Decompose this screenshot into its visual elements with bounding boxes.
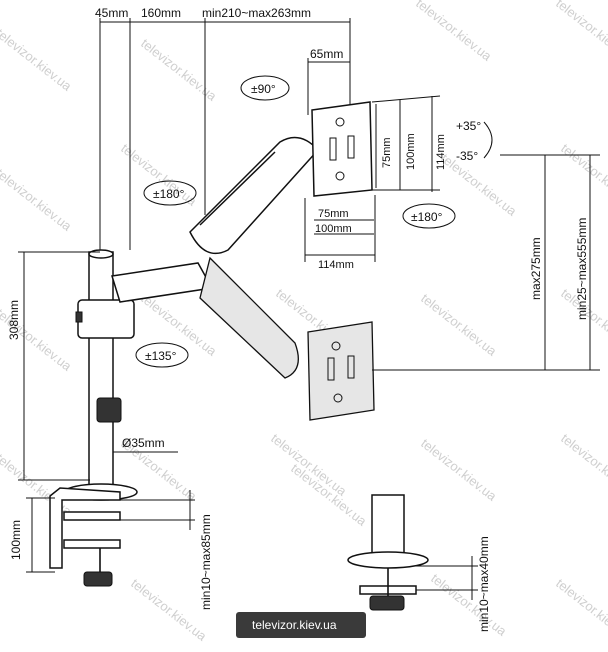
rotation-180-arm: ±180° — [143, 180, 197, 206]
dim-height-max: max275mm — [529, 237, 543, 300]
vesa-slot — [347, 135, 355, 159]
watermark-text: televizor.kiev.ua — [558, 431, 608, 500]
height-dimension-lines — [372, 154, 600, 371]
rotation-arrow-icon — [135, 342, 189, 368]
grommet-pole — [371, 494, 405, 561]
tilt-indicator: +35° -35° — [456, 119, 493, 163]
vesa-slot — [329, 137, 337, 161]
watermark-text: televizor.kiev.ua — [418, 436, 500, 505]
clamp-frame — [49, 487, 121, 569]
vesa-plate — [307, 321, 375, 421]
desk-clamp — [49, 483, 138, 587]
rotation-90: ±90° — [240, 75, 290, 101]
dim-pole-diameter: Ø35mm — [122, 436, 165, 450]
vesa-hole — [335, 117, 345, 127]
site-badge: televizor.kiev.ua — [236, 612, 366, 638]
watermark-text: televizor.kiev.ua — [138, 36, 220, 105]
rotation-arrow-icon — [240, 75, 290, 101]
pole-cap — [88, 249, 114, 259]
vesa-hole — [333, 393, 343, 403]
pole-collar — [77, 299, 135, 339]
pole — [75, 249, 135, 493]
watermark-text: televizor.kiev.ua — [418, 291, 500, 360]
tilt-up-label: +35° — [456, 119, 481, 133]
vesa-plate — [311, 101, 373, 197]
watermark-text: televizor.kiev.ua — [128, 576, 210, 645]
rotation-180-screen-label: ±180° — [411, 210, 443, 224]
vesa-dimension-lines — [304, 95, 441, 262]
vesa-hole — [331, 341, 341, 351]
clamp-jaw — [63, 511, 121, 521]
watermark-text: televizor.kiev.ua — [428, 571, 510, 640]
cable-clip — [96, 397, 122, 423]
vesa-slot — [327, 357, 335, 381]
dim-65mm: 65mm — [310, 47, 343, 61]
rotation-135: ±135° — [135, 342, 189, 368]
top-dimension-lines — [99, 18, 351, 250]
dim-45mm: 45mm — [95, 6, 128, 20]
collar-knob — [75, 311, 83, 323]
dim-160mm: 160mm — [141, 6, 181, 20]
dim-height-range: min25~max555mm — [575, 218, 589, 320]
vesa-plate-top — [311, 101, 373, 197]
watermark-text: televizor.kiev.ua — [553, 0, 608, 64]
rotation-arrow-icon — [402, 203, 456, 229]
rotation-90-label: ±90° — [251, 82, 276, 96]
watermark-text: televizor.kiev.ua — [0, 451, 75, 520]
rotation-180-screen: ±180° — [402, 203, 456, 229]
watermark-text: televizor.kiev.ua — [413, 0, 495, 64]
vesa-100w: 100mm — [315, 223, 352, 235]
vesa-slot — [347, 355, 355, 379]
pole-tube — [88, 251, 114, 493]
dim-grommet-range: min10~max40mm — [477, 536, 491, 632]
vesa-75h: 75mm — [381, 137, 393, 168]
tilt-arrow-icon — [483, 121, 493, 159]
watermark-text: televizor.kiev.ua — [553, 576, 608, 645]
vesa-114w: 114mm — [318, 259, 354, 271]
vesa-75w: 75mm — [318, 208, 349, 220]
watermark-text: televizor.kiev.ua — [0, 166, 75, 235]
dim-clamp-range: min10~max85mm — [199, 514, 213, 610]
rotation-180-arm-label: ±180° — [153, 187, 185, 201]
watermark-text: televizor.kiev.ua — [0, 26, 75, 95]
rotation-arrow-icon — [143, 180, 197, 206]
dim-pole-height: 308mm — [7, 300, 21, 340]
site-badge-bg — [236, 612, 366, 638]
lower-arm — [111, 262, 214, 303]
vesa-plate-bottom — [307, 321, 375, 421]
vesa-114h: 114mm — [435, 134, 447, 170]
rotation-135-label: ±135° — [145, 349, 177, 363]
clamp-knob — [83, 571, 113, 587]
gas-spring-arm — [189, 136, 320, 255]
vesa-100h: 100mm — [405, 133, 417, 170]
pole-height-lines — [18, 251, 100, 481]
grommet-knob — [369, 595, 405, 611]
dim-reach: min210~max263mm — [202, 6, 311, 20]
tilt-down-label: -35° — [456, 149, 478, 163]
clamp-bottom — [63, 539, 121, 549]
clamp-dimension-lines — [26, 490, 195, 573]
watermark-text: televizor.kiev.ua — [558, 141, 608, 210]
dim-clamp-height: 100mm — [9, 520, 23, 560]
grommet-dimension-lines — [416, 556, 478, 600]
vesa-hole — [335, 171, 345, 181]
grommet-mount — [347, 494, 429, 611]
gas-spring-arm-lowered — [199, 256, 299, 379]
watermark-text: televizor.kiev.ua — [268, 431, 350, 500]
arm-edge — [199, 151, 276, 226]
site-badge-text: televizor.kiev.ua — [252, 618, 337, 632]
